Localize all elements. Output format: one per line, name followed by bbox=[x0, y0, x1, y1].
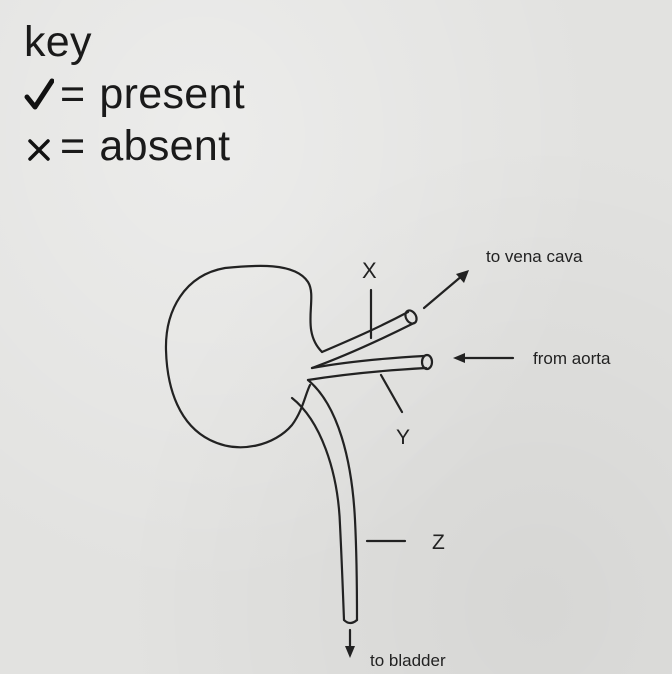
label-x: X bbox=[362, 258, 377, 283]
pointer-y bbox=[381, 375, 402, 412]
arrowhead-aorta bbox=[453, 353, 465, 363]
label-y: Y bbox=[396, 426, 410, 449]
label-vena-cava: to vena cava bbox=[486, 247, 583, 266]
kidney-outline bbox=[166, 266, 322, 447]
label-bladder: to bladder bbox=[370, 651, 446, 670]
arrow-to-vena-cava bbox=[424, 275, 463, 308]
arrowhead-vena-cava bbox=[456, 270, 469, 283]
label-z: Z bbox=[432, 531, 445, 554]
ureter bbox=[308, 380, 357, 620]
label-aorta: from aorta bbox=[533, 349, 611, 368]
arrowhead-bladder bbox=[345, 646, 355, 658]
